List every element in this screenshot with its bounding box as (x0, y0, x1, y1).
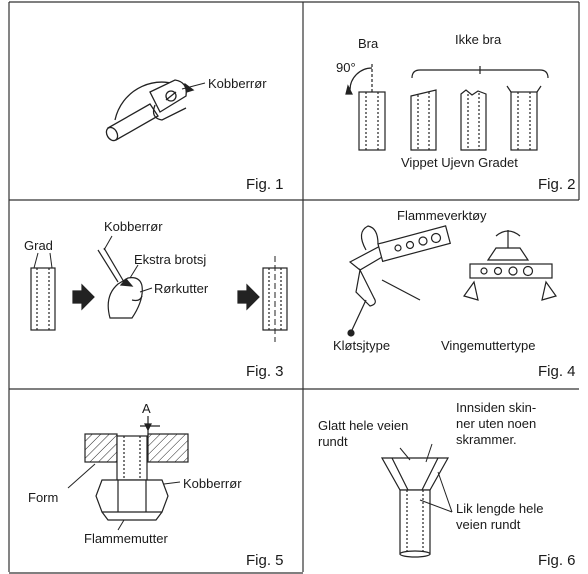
caption-fig6: Fig. 6 (538, 552, 576, 569)
caption-fig5: Fig. 5 (246, 552, 284, 569)
label-kobberror-fig5: Kobberrør (183, 476, 242, 491)
label-ikke-bra: Ikke bra (455, 32, 502, 47)
label-kobberror-fig3: Kobberrør (104, 219, 163, 234)
label-90-degrees: 90° (336, 60, 356, 75)
label-rorkutter: Rørkutter (154, 281, 209, 296)
caption-fig4: Fig. 4 (538, 363, 576, 380)
label-innsiden-line1: Innsiden skin- (456, 400, 537, 415)
label-glatt-hele-veien: Glatt hele veien (318, 418, 409, 433)
label-kobberror-fig1: Kobberrør (208, 76, 267, 91)
label-a-dimension: A (142, 401, 151, 416)
label-ekstra-brotsj: Ekstra brotsj (134, 252, 207, 267)
caption-fig2: Fig. 2 (538, 176, 576, 193)
label-fault-types: Vippet Ujevn Gradet (401, 155, 518, 170)
label-rundt: rundt (318, 434, 348, 449)
label-lik-lengde-line1: Lik lengde hele (456, 501, 544, 516)
label-innsiden-line2: ner uten noen (456, 416, 537, 431)
caption-fig3: Fig. 3 (246, 363, 284, 380)
label-lik-lengde-line2: veien rundt (456, 517, 521, 532)
label-klotsjtype: Kløtsjtype (333, 338, 391, 353)
label-innsiden-line3: skrammer. (456, 432, 517, 447)
label-flammeverktoy: Flammeverktøy (397, 208, 487, 223)
label-grad: Grad (24, 238, 53, 253)
label-form: Form (28, 490, 59, 505)
caption-fig1: Fig. 1 (246, 176, 284, 193)
label-bra: Bra (358, 36, 379, 51)
label-vingemuttertype: Vingemuttertype (441, 338, 536, 353)
label-flammemutter: Flammemutter (84, 531, 168, 546)
